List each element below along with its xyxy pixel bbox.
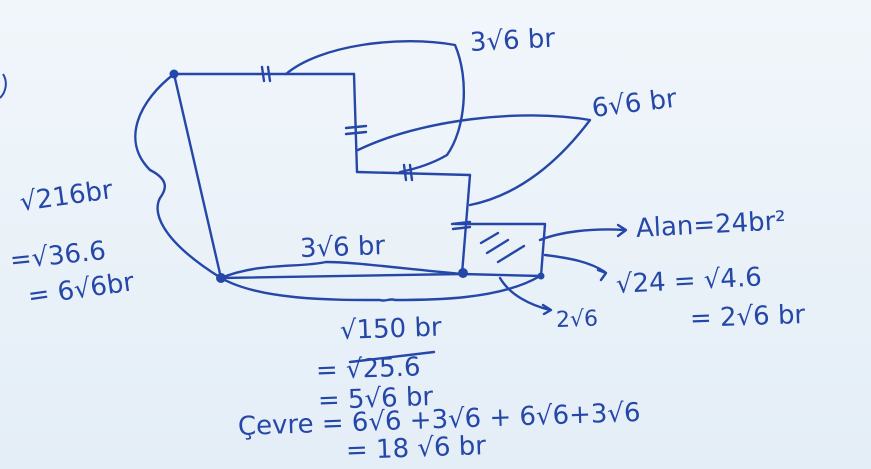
- vertex-square-corner: [537, 272, 545, 280]
- area-arrow: [538, 223, 628, 242]
- shape-inner-vertical: [352, 72, 359, 174]
- tick-top: [260, 65, 272, 83]
- small-square: [453, 222, 547, 278]
- vertex-top-left: [169, 69, 179, 79]
- label-small-side-calc-2: = 2√6 br: [689, 299, 806, 334]
- shape-bottom-edge: [219, 272, 464, 280]
- label-bottom-total-1: √150 br: [339, 312, 443, 346]
- tick-step: [402, 163, 414, 182]
- bottom-brace: [219, 260, 464, 280]
- shape-step-edge: [355, 170, 472, 177]
- label-small-side: 2√6: [555, 306, 599, 333]
- left-brace-curve: [134, 72, 223, 280]
- radical-bar-25: [348, 350, 436, 364]
- twosix-arrow: [498, 276, 553, 316]
- small-side-arrow: [543, 253, 608, 282]
- square-hatch: [479, 231, 526, 264]
- tick-right: [450, 220, 472, 231]
- shape-left-edge: [172, 72, 223, 280]
- label-bottom-segment: 3√6 br: [299, 231, 386, 264]
- tick-inner: [344, 124, 368, 136]
- label-top-segment: 3√6 br: [469, 23, 556, 58]
- top-label-curve: [284, 40, 465, 174]
- label-perimeter-2: = 18 √6 br: [345, 431, 487, 466]
- lower-brace: [219, 274, 542, 302]
- vertex-bottom-right: [458, 268, 468, 278]
- margin-arc: [0, 73, 7, 99]
- vertex-bottom-left: [216, 273, 226, 283]
- diagonal-label-curve: [356, 114, 592, 207]
- label-bottom-total-2: = √25.6: [315, 352, 421, 386]
